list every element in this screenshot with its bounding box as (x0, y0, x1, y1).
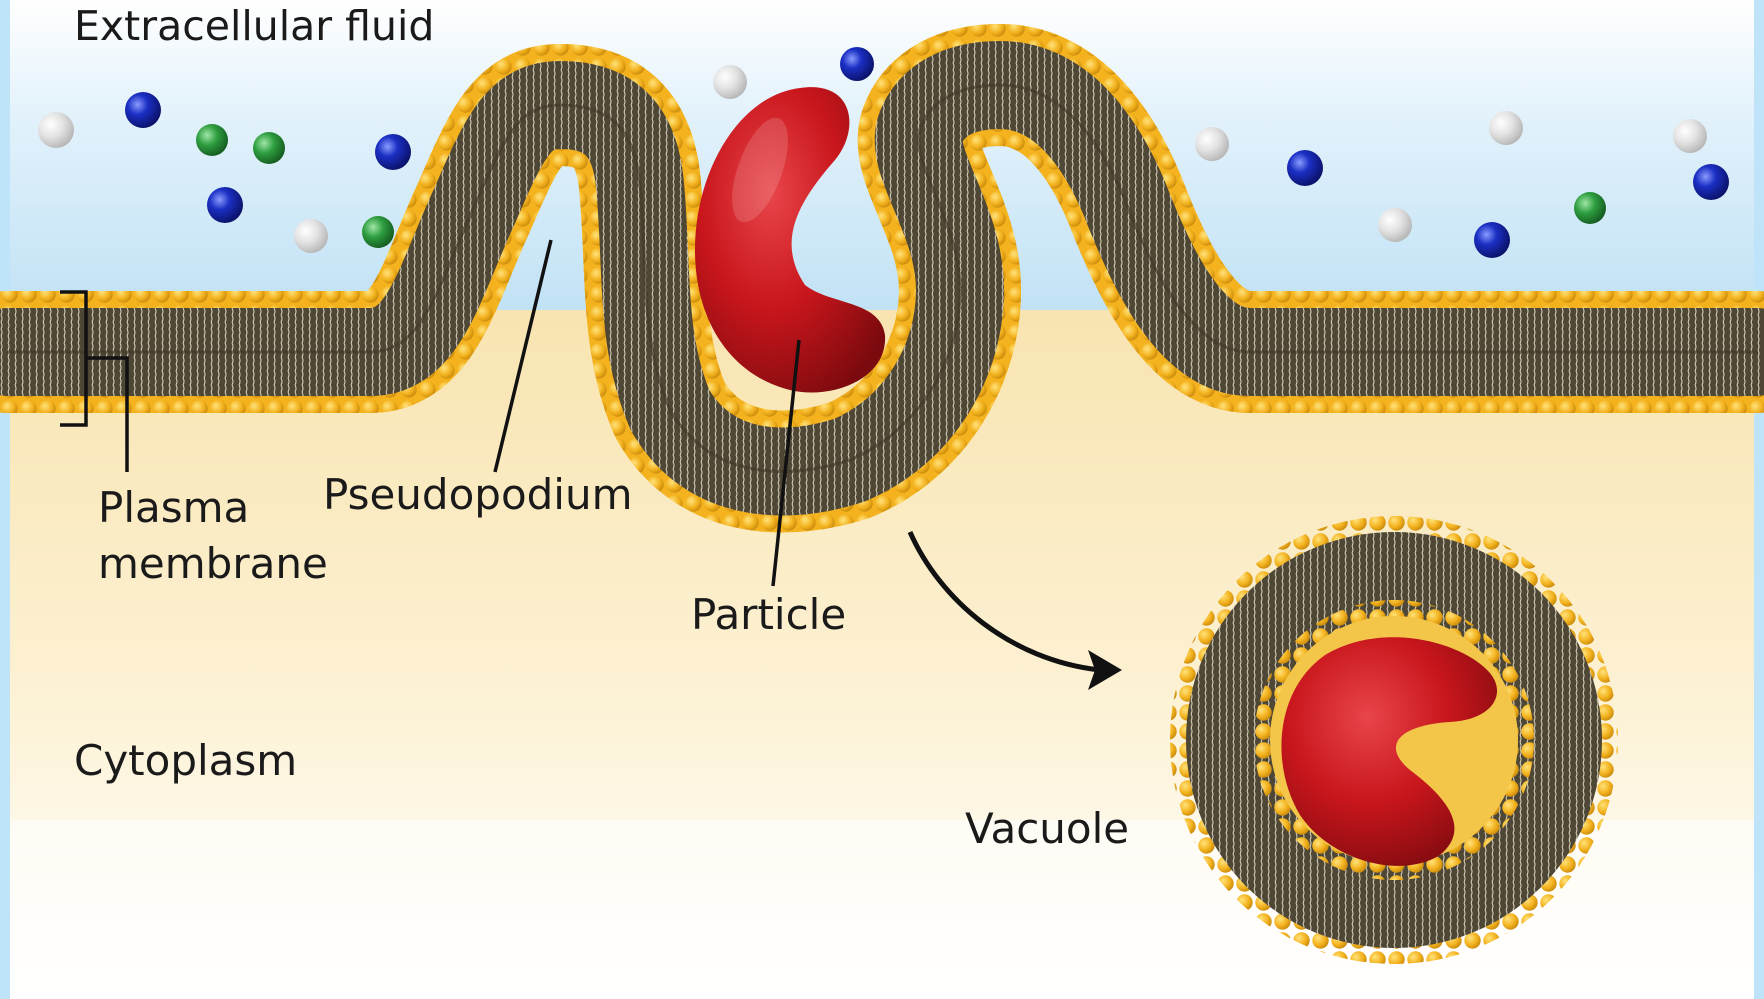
solute-blue (125, 92, 161, 128)
solute-blue (840, 47, 874, 81)
solute-blue (207, 187, 243, 223)
solute-green (362, 216, 394, 248)
solute-blue (1287, 150, 1323, 186)
solute-blue (1693, 164, 1729, 200)
plasma-membrane-label-line1: Plasma (98, 480, 328, 536)
solute-blue (375, 134, 411, 170)
solute-white (294, 219, 328, 253)
solute-white (1489, 111, 1523, 145)
pseudopodium-label: Pseudopodium (323, 470, 633, 520)
solute-blue (1474, 222, 1510, 258)
plasma-membrane-label-line2: membrane (98, 536, 328, 592)
plasma-membrane-label: Plasma membrane (98, 480, 328, 592)
cytoplasm-label: Cytoplasm (74, 736, 297, 786)
extracellular-fluid-label: Extracellular fluid (74, 2, 434, 51)
vacuole-label: Vacuole (965, 804, 1129, 854)
solute-white (1195, 127, 1229, 161)
vacuole-shape (1170, 516, 1618, 964)
solute-white (1673, 119, 1707, 153)
particle-label: Particle (691, 590, 846, 640)
solute-white (713, 65, 747, 99)
solute-white (1378, 208, 1412, 242)
solute-green (253, 132, 285, 164)
solute-green (196, 124, 228, 156)
solute-green (1574, 192, 1606, 224)
solute-white (38, 112, 74, 148)
